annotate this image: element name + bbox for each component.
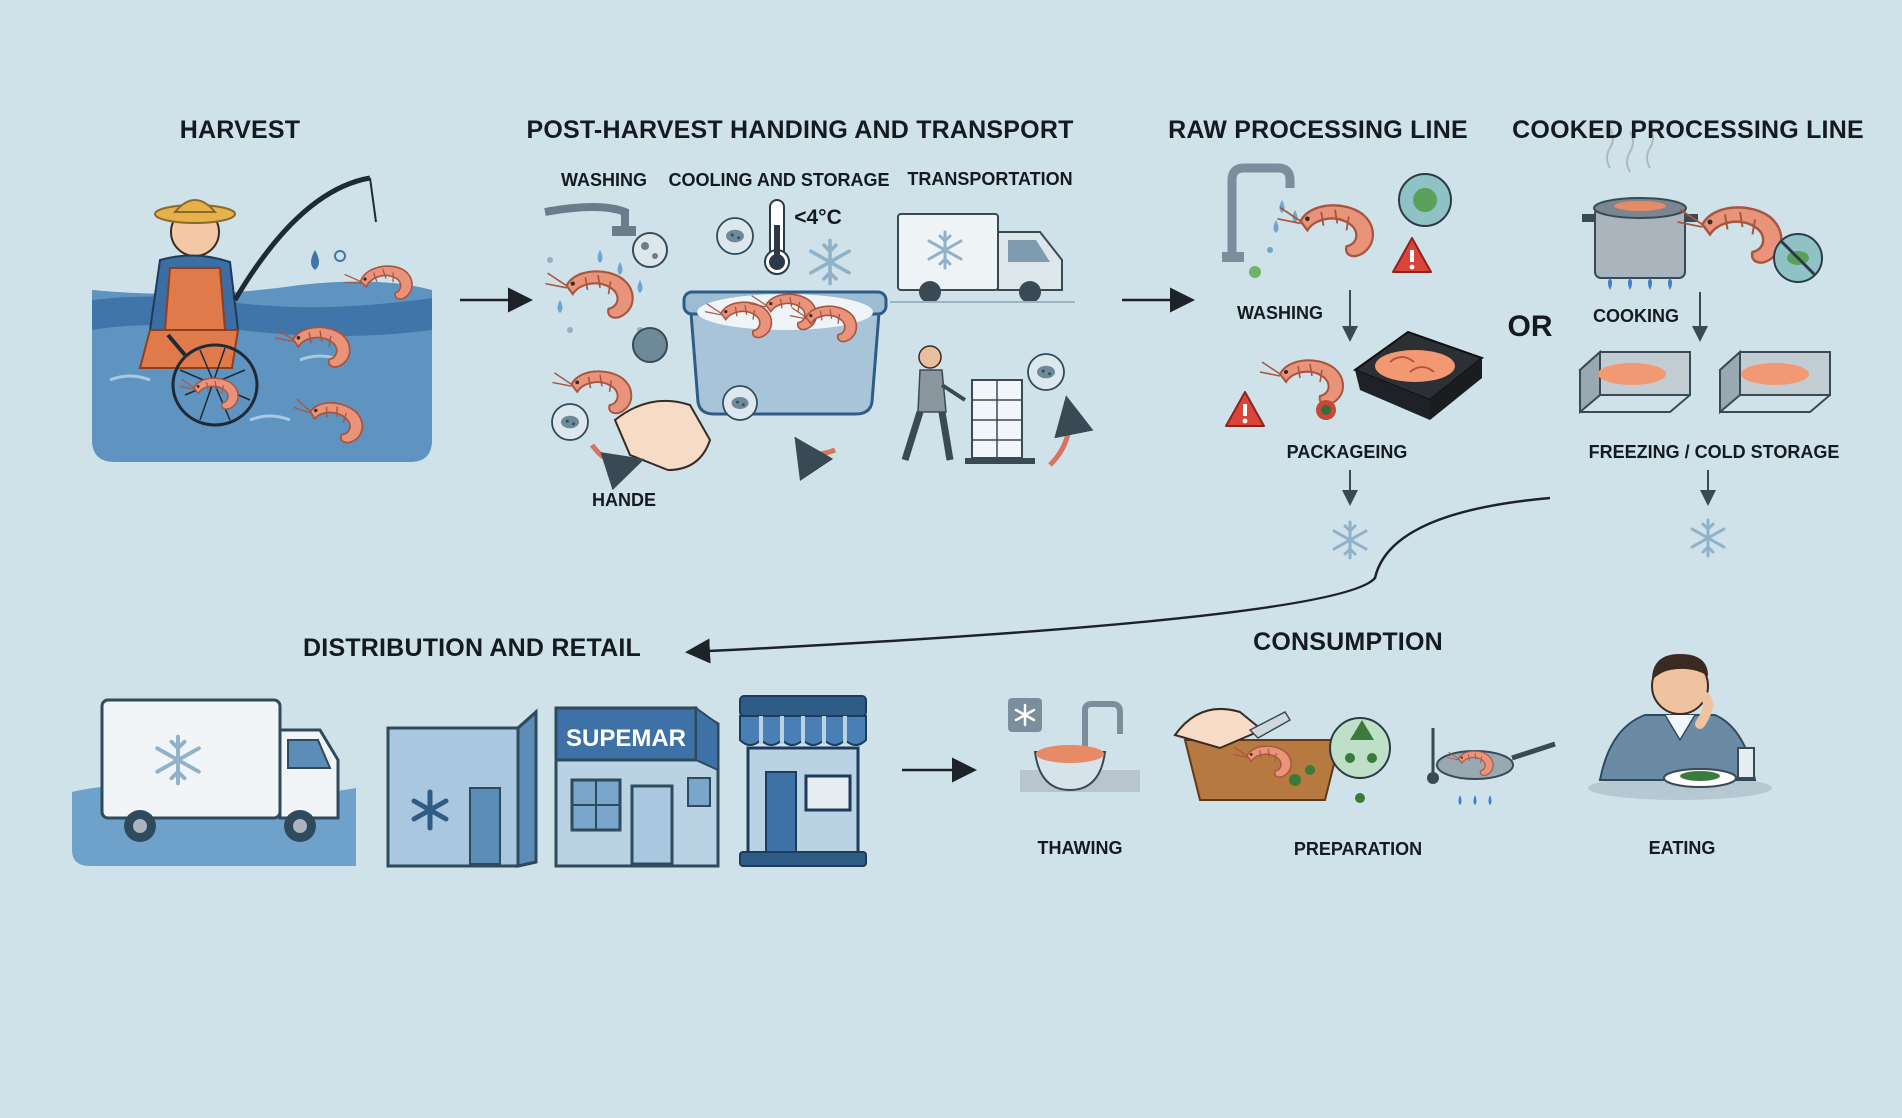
distribution-illustration: SUPEMAR xyxy=(72,695,867,868)
step-label-freezing: FREEZING / COLD STORAGE xyxy=(1588,442,1840,462)
cooked-processing-illustration xyxy=(1578,127,1831,558)
arrow-processing-to-distribution xyxy=(685,496,1551,664)
step-label-eating: EATING xyxy=(1648,838,1716,858)
stage-title-consumption: CONSUMPTION xyxy=(1253,628,1443,656)
step-label-thawing: THAWING xyxy=(1037,838,1123,858)
temperature-label: <4°C xyxy=(794,206,842,229)
raw-processing-illustration xyxy=(1222,163,1485,560)
step-label-transportation: TRANSPORTATION xyxy=(907,169,1073,189)
stage-title-raw-processing: RAW PROCESSING LINE xyxy=(1168,116,1468,144)
step-label-washing: WASHING xyxy=(560,170,648,190)
stage-title-distribution: DISTRIBUTION AND RETAIL xyxy=(303,634,641,662)
step-label-handle: HANDE xyxy=(591,490,657,510)
or-connector: OR xyxy=(1507,310,1553,343)
step-label-cooking: COOKING xyxy=(1592,306,1680,326)
stage-title-cooked-processing: COOKED PROCESSING LINE xyxy=(1512,116,1864,144)
step-label-preparation: PREPARATION xyxy=(1293,839,1423,859)
post-harvest-illustration xyxy=(544,199,1094,491)
step-label-cooling-storage: COOLING AND STORAGE xyxy=(668,170,890,190)
supermarket-sign: SUPEMAR xyxy=(566,725,686,752)
harvest-illustration xyxy=(92,175,432,462)
step-label-raw-washing: WASHING xyxy=(1236,303,1324,323)
step-label-packaging: PACKAGEING xyxy=(1286,442,1408,462)
stage-title-harvest: HARVEST xyxy=(179,116,301,144)
consumption-illustration xyxy=(1008,654,1772,805)
stage-title-post-harvest: POST-HARVEST HANDING AND TRANSPORT xyxy=(526,116,1074,144)
